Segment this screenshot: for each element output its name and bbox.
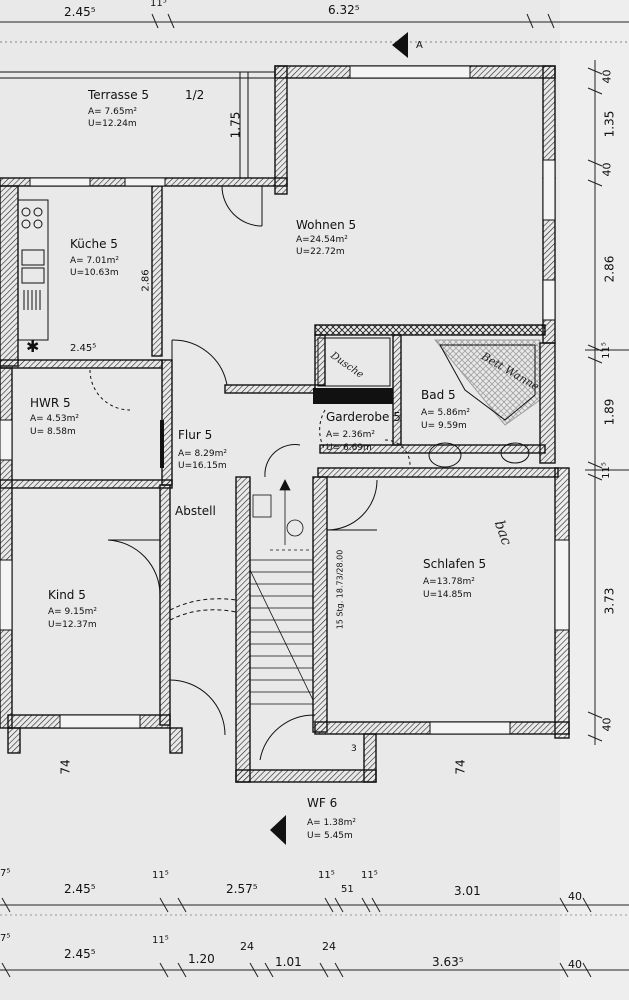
right-dim-5: 11⁵ bbox=[600, 342, 612, 359]
kind-label: Kind 5 bbox=[48, 588, 86, 602]
right-dim-7: 11⁵ bbox=[600, 462, 612, 479]
bottom-dimension-lines bbox=[0, 897, 629, 978]
terrasse-fraction: 1/2 bbox=[185, 88, 205, 102]
garderobe-wall-dark bbox=[313, 388, 393, 404]
section-marker-a: A bbox=[416, 40, 423, 51]
kind-perimeter: U=12.37m bbox=[48, 620, 97, 630]
wohnen-label: Wohnen 5 bbox=[296, 218, 357, 232]
wf-label: WF 6 bbox=[307, 796, 338, 810]
wf-area: A= 1.38m² bbox=[307, 818, 356, 828]
bathroom-fixtures bbox=[317, 337, 541, 468]
bottom1-dim-7: 11⁵ bbox=[361, 870, 378, 881]
garderobe-area: A= 2.36m² bbox=[326, 430, 375, 440]
flur-perimeter: U=16.15m bbox=[178, 461, 227, 471]
top-dim-2: 11⁵ bbox=[150, 0, 167, 9]
kitchen-fixtures bbox=[17, 199, 49, 341]
hwr-perimeter: U= 8.58m bbox=[30, 427, 76, 437]
top-dim-3: 6.32⁵ bbox=[328, 3, 360, 17]
schlafen-label: Schlafen 5 bbox=[423, 557, 487, 571]
hwr-area: A= 4.53m² bbox=[30, 414, 79, 424]
bottom1-dim-3: 11⁵ bbox=[152, 870, 169, 881]
bottom2-dim-3: 11⁵ bbox=[152, 935, 169, 946]
doors bbox=[89, 185, 411, 761]
bottom1-dim-9: 40 bbox=[568, 890, 582, 903]
kueche-bottom-dim: 2.45⁵ bbox=[70, 343, 97, 354]
hwr-door-handle bbox=[160, 420, 164, 468]
bottom2-dim-5: 24 bbox=[240, 940, 254, 953]
stairs bbox=[249, 479, 314, 705]
kueche-area: A= 7.01m² bbox=[70, 256, 119, 266]
bad-label: Bad 5 bbox=[421, 388, 456, 402]
kueche-label: Küche 5 bbox=[70, 237, 118, 251]
right-dim-4: 2.86 bbox=[602, 255, 617, 283]
stair-step-mark: 3 bbox=[351, 744, 357, 754]
right-dim-6: 1.89 bbox=[602, 398, 617, 426]
wf-perimeter: U= 5.45m bbox=[307, 831, 353, 841]
right-dim-1: 40 bbox=[600, 69, 614, 84]
bottom2-dim-9: 40 bbox=[568, 958, 582, 971]
bottom2-dim-1: 7⁵ bbox=[0, 933, 11, 944]
bottom2-dim-6: 1.01 bbox=[275, 955, 302, 969]
top-dimension-line bbox=[0, 13, 629, 43]
abstell-label: Abstell bbox=[175, 504, 216, 518]
terrasse-label: Terrasse 5 bbox=[88, 88, 150, 102]
kueche-perimeter: U=10.63m bbox=[70, 268, 119, 278]
terrace-outline bbox=[0, 71, 275, 178]
left-74: 74 bbox=[58, 759, 73, 775]
wohnen-perimeter: U=22.72m bbox=[296, 247, 345, 257]
garderobe-perimeter: U= 6.69m bbox=[326, 443, 372, 453]
right-74: 74 bbox=[453, 759, 468, 775]
bottom1-dim-4: 2.57⁵ bbox=[226, 882, 258, 896]
bottom2-dim-7: 24 bbox=[322, 940, 336, 953]
bottom2-dim-2: 2.45⁵ bbox=[64, 947, 96, 961]
terrasse-depth: 1.75 bbox=[228, 111, 243, 139]
bad-area: A= 5.86m² bbox=[421, 408, 470, 418]
top-dim-1: 2.45⁵ bbox=[64, 5, 96, 19]
terrasse-perimeter: U=12.24m bbox=[88, 119, 137, 129]
wohnen-area: A=24.54m² bbox=[296, 235, 348, 245]
kitchen-star-icon: ✱ bbox=[26, 337, 39, 356]
schlafen-area: A=13.78m² bbox=[423, 577, 475, 587]
bottom1-dim-2: 2.45⁵ bbox=[64, 882, 96, 896]
section-arrow-bottom bbox=[270, 815, 286, 845]
garderobe-label: Garderobe 5 bbox=[326, 410, 401, 424]
right-dim-3: 40 bbox=[600, 162, 614, 177]
flur-area: A= 8.29m² bbox=[178, 449, 227, 459]
flur-label: Flur 5 bbox=[178, 428, 213, 442]
right-dimension-line bbox=[585, 60, 629, 745]
bottom1-dim-1: 7⁵ bbox=[0, 868, 11, 879]
terrasse-area: A= 7.65m² bbox=[88, 107, 137, 117]
kueche-width: 2.86 bbox=[140, 269, 152, 292]
section-arrow-top bbox=[392, 32, 408, 58]
bottom2-dim-4: 1.20 bbox=[188, 952, 215, 966]
hwr-label: HWR 5 bbox=[30, 396, 71, 410]
windows bbox=[0, 65, 570, 735]
right-dim-8: 3.73 bbox=[602, 587, 617, 615]
right-dim-2: 1.35 bbox=[602, 110, 617, 138]
stair-label: 15 Stg. 18.73/28.00 bbox=[335, 549, 345, 630]
bottom1-dim-8: 3.01 bbox=[454, 884, 481, 898]
bottom1-dim-5: 11⁵ bbox=[318, 870, 335, 881]
kind-area: A= 9.15m² bbox=[48, 607, 97, 617]
bottom2-dim-8: 3.63⁵ bbox=[432, 955, 464, 969]
bottom1-dim-6: 51 bbox=[341, 884, 354, 895]
schlafen-perimeter: U=14.85m bbox=[423, 590, 472, 600]
bad-perimeter: U= 9.59m bbox=[421, 421, 467, 431]
right-dim-9: 40 bbox=[600, 717, 614, 732]
